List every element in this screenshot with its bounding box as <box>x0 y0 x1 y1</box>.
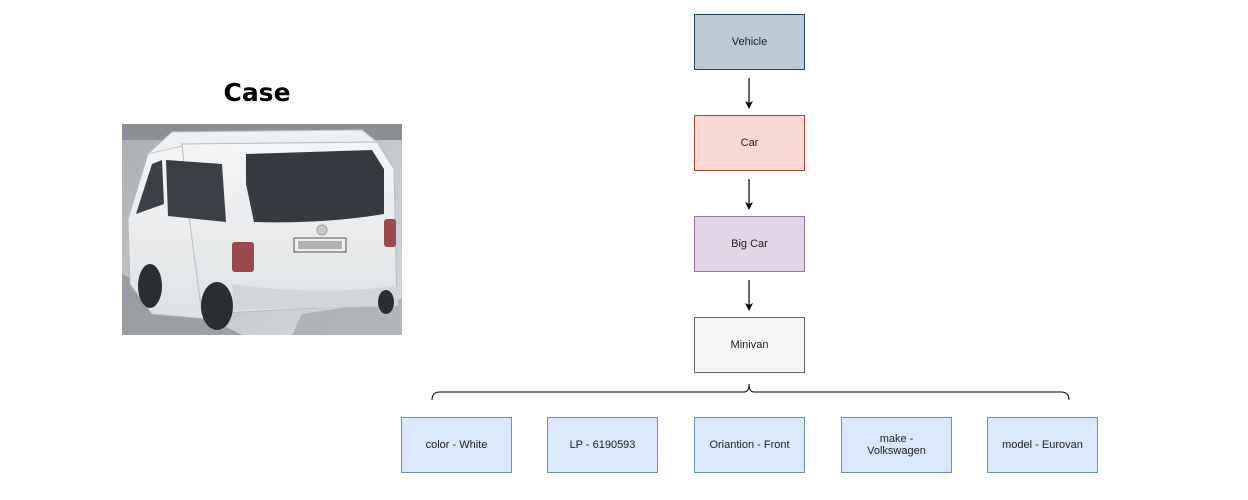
node-minivan: Minivan <box>694 317 805 373</box>
node-vehicle-label: Vehicle <box>731 36 768 48</box>
case-title: Case <box>223 78 291 107</box>
attribute-orientation: Oriantion - Front <box>694 417 805 473</box>
attribute-make-label: make - Volkswagen <box>867 433 926 457</box>
minivan-photo <box>122 124 402 335</box>
node-minivan-label: Minivan <box>730 339 769 351</box>
node-big-car-label: Big Car <box>731 238 768 250</box>
attribute-model-label: model - Eurovan <box>1002 439 1083 451</box>
node-big-car: Big Car <box>694 216 805 272</box>
attributes-brace <box>431 383 1070 401</box>
attribute-model: model - Eurovan <box>987 417 1098 473</box>
attribute-orientation-label: Oriantion - Front <box>709 439 790 451</box>
attribute-license-plate-label: LP - 6190593 <box>569 439 636 451</box>
node-car: Car <box>694 115 805 171</box>
attribute-color: color - White <box>401 417 512 473</box>
attribute-license-plate: LP - 6190593 <box>547 417 658 473</box>
node-car-label: Car <box>740 137 759 149</box>
attribute-make: make - Volkswagen <box>841 417 952 473</box>
attribute-color-label: color - White <box>425 439 488 451</box>
node-vehicle: Vehicle <box>694 14 805 70</box>
